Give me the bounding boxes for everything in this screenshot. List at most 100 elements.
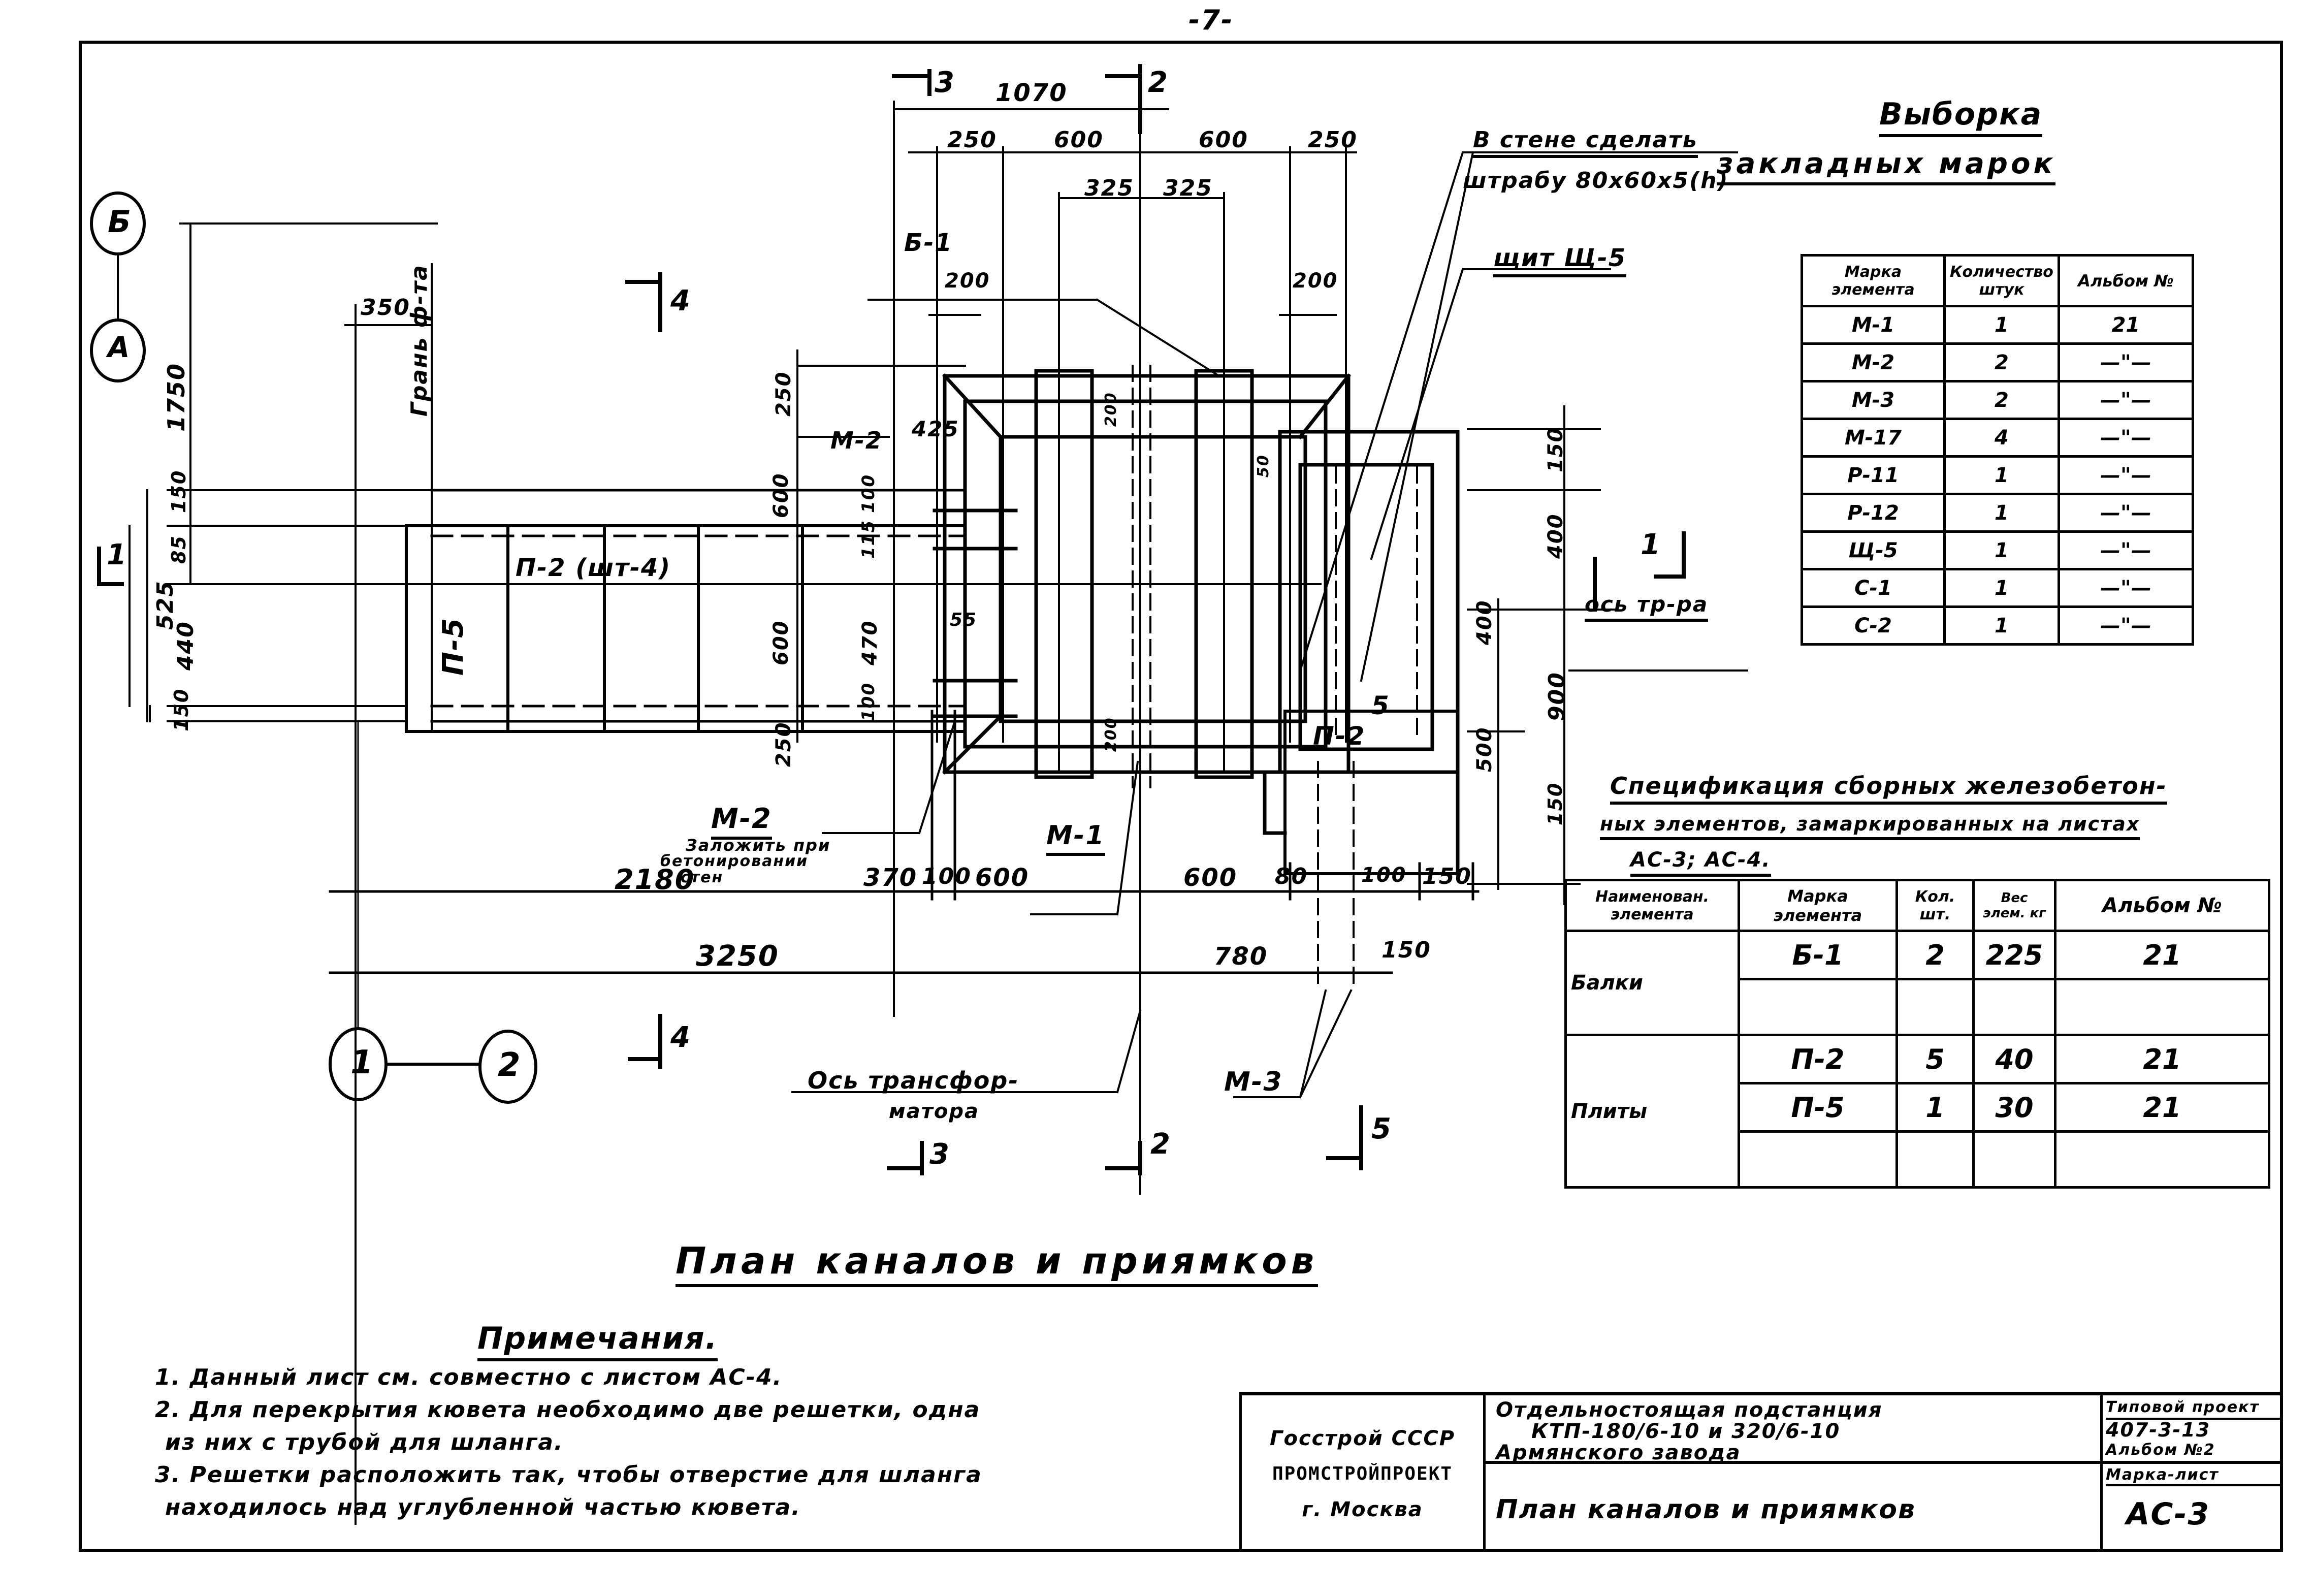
header-album: Альбом № bbox=[2054, 879, 2270, 932]
dim-600-c-bottom: 600 bbox=[769, 620, 793, 666]
transformer-axis-line2: матора bbox=[889, 1100, 979, 1123]
section-mark-5-pit: 5 bbox=[1371, 691, 1390, 720]
mark-sheet-cell: Марка-лист АС-3 bbox=[2100, 1464, 2283, 1552]
cell-album: —"— bbox=[2057, 380, 2195, 420]
cell-mark bbox=[1738, 1130, 1898, 1189]
note-item: 2. Для перекрытия кювета необходимо две … bbox=[155, 1397, 981, 1423]
axis-label-a: А bbox=[108, 331, 131, 364]
dim-1750: 1750 bbox=[163, 362, 190, 432]
cell-album: 21 bbox=[2054, 1034, 2270, 1084]
cell-album: —"— bbox=[2057, 568, 2195, 608]
cell-album: —"— bbox=[2057, 342, 2195, 382]
top-dimensions bbox=[867, 101, 1357, 1195]
section-mark-1-right: 1 bbox=[1641, 528, 1661, 561]
header-mark: Марка элемента bbox=[1801, 254, 1946, 307]
dim-150-top: 150 bbox=[168, 469, 190, 513]
cell-mark: М-3 bbox=[1801, 380, 1946, 420]
axis-label-b: Б bbox=[108, 204, 132, 240]
m2-note-line3: стен bbox=[681, 869, 724, 886]
cell-qty: 1 bbox=[1943, 568, 2060, 608]
cell-qty bbox=[1895, 1130, 1975, 1189]
dim-440: 440 bbox=[173, 621, 199, 671]
mark-sheet-value: АС-3 bbox=[2126, 1496, 2210, 1532]
bottom-dimensions bbox=[329, 710, 1480, 974]
m3-label: М-3 bbox=[1224, 1067, 1283, 1097]
cell-qty: 1 bbox=[1943, 605, 2060, 646]
dim-100-inner-top: 100 bbox=[858, 474, 879, 513]
cell-mark bbox=[1738, 978, 1898, 1036]
wall-note-line2: штрабу 80х60х5(h) bbox=[1463, 168, 1729, 194]
dim-500: 500 bbox=[1473, 726, 1496, 773]
cell-weight: 225 bbox=[1972, 930, 2056, 980]
dim-115: 115 bbox=[858, 520, 879, 559]
dim-50: 50 bbox=[1255, 454, 1272, 477]
cell-qty: 2 bbox=[1895, 930, 1975, 980]
precast-title-3: АС-3; АС-4. bbox=[1630, 848, 1771, 877]
precast-spec-table: Наименован. элемента Марка элемента Кол.… bbox=[1564, 879, 2270, 1189]
cell-group-name: Балки bbox=[1564, 930, 1740, 1036]
dim-600-left: 600 bbox=[1054, 127, 1104, 153]
cell-qty bbox=[1895, 978, 1975, 1036]
header-qty: Кол. шт. bbox=[1895, 879, 1975, 932]
cell-mark: С-1 bbox=[1801, 568, 1946, 608]
p5-label: П-5 bbox=[437, 617, 470, 676]
section-mark-3-top: 3 bbox=[935, 66, 955, 99]
org-line3: г. Москва bbox=[1302, 1498, 1423, 1521]
page-number: -7- bbox=[1188, 4, 1234, 36]
typical-number: 407-3-13 bbox=[2106, 1419, 2211, 1441]
dim-55: 55 bbox=[950, 610, 978, 630]
dim-100-bottom: 100 bbox=[922, 864, 972, 889]
note-item: 3. Решетки расположить так, чтобы отверс… bbox=[155, 1462, 982, 1488]
project-cell: Отдельностоящая подстанция КТП-180/6-10 … bbox=[1486, 1395, 2100, 1464]
cell-group-name: Плиты bbox=[1564, 1034, 1740, 1189]
dim-600-c-top: 600 bbox=[769, 472, 793, 519]
dim-1070: 1070 bbox=[995, 79, 1068, 107]
beam-label: Б-1 bbox=[904, 229, 953, 257]
dim-400-r-mid: 400 bbox=[1473, 599, 1496, 646]
m2-note-line1: Заложить при bbox=[686, 836, 831, 855]
precast-title-2: ных элементов, замаркированных на листах bbox=[1600, 813, 2140, 840]
note-item: из них с трубой для шланга. bbox=[165, 1429, 564, 1455]
axis-label-2: 2 bbox=[498, 1046, 522, 1084]
dim-400-r-top: 400 bbox=[1544, 513, 1567, 559]
section-mark-4-bottom: 4 bbox=[670, 1021, 691, 1054]
cell-qty: 1 bbox=[1895, 1082, 1975, 1133]
dim-80: 80 bbox=[1275, 864, 1308, 889]
cell-qty: 2 bbox=[1943, 380, 2060, 420]
header-qty: Количество штук bbox=[1943, 254, 2060, 307]
header-weight: Вес элем. кг bbox=[1972, 879, 2056, 932]
axis-markers bbox=[90, 191, 537, 1104]
cell-mark: М-17 bbox=[1801, 418, 1946, 458]
precast-row bbox=[1566, 1130, 2270, 1189]
transformer-axis-line1: Ось трансфор- bbox=[808, 1067, 1019, 1094]
wall-note-line1: В стене сделать bbox=[1473, 127, 1698, 158]
m2-bottom-label: М-2 bbox=[711, 803, 772, 840]
left-dimensions bbox=[128, 222, 966, 1525]
panel-label: щит Щ-5 bbox=[1493, 244, 1627, 277]
cell-mark: С-2 bbox=[1801, 605, 1946, 646]
section-mark-2-top: 2 bbox=[1148, 66, 1169, 99]
cell-album: 21 bbox=[2057, 305, 2195, 345]
embedded-parts-title-1: Выборка bbox=[1879, 97, 2043, 137]
cell-mark: Р-12 bbox=[1801, 493, 1946, 533]
cell-qty: 4 bbox=[1943, 418, 2060, 458]
cell-mark: П-5 bbox=[1738, 1082, 1898, 1133]
typical-label: Типовой проект bbox=[2106, 1397, 2280, 1420]
dim-425: 425 bbox=[912, 417, 959, 441]
p2-label-pit: П-2 bbox=[1313, 721, 1366, 751]
dim-150-r-bottom: 150 bbox=[1544, 782, 1566, 825]
precast-title-1: Спецификация сборных железобетон- bbox=[1610, 772, 2167, 805]
leader-lines bbox=[791, 151, 1738, 1099]
cell-weight bbox=[1972, 978, 2056, 1036]
cell-mark: М-1 bbox=[1801, 305, 1946, 345]
transformer-axis-short: ось тр-ра bbox=[1585, 592, 1709, 622]
cell-mark: М-2 bbox=[1801, 342, 1946, 382]
header-name: Наименован. элемента bbox=[1564, 879, 1740, 932]
cell-album: —"— bbox=[2057, 530, 2195, 570]
